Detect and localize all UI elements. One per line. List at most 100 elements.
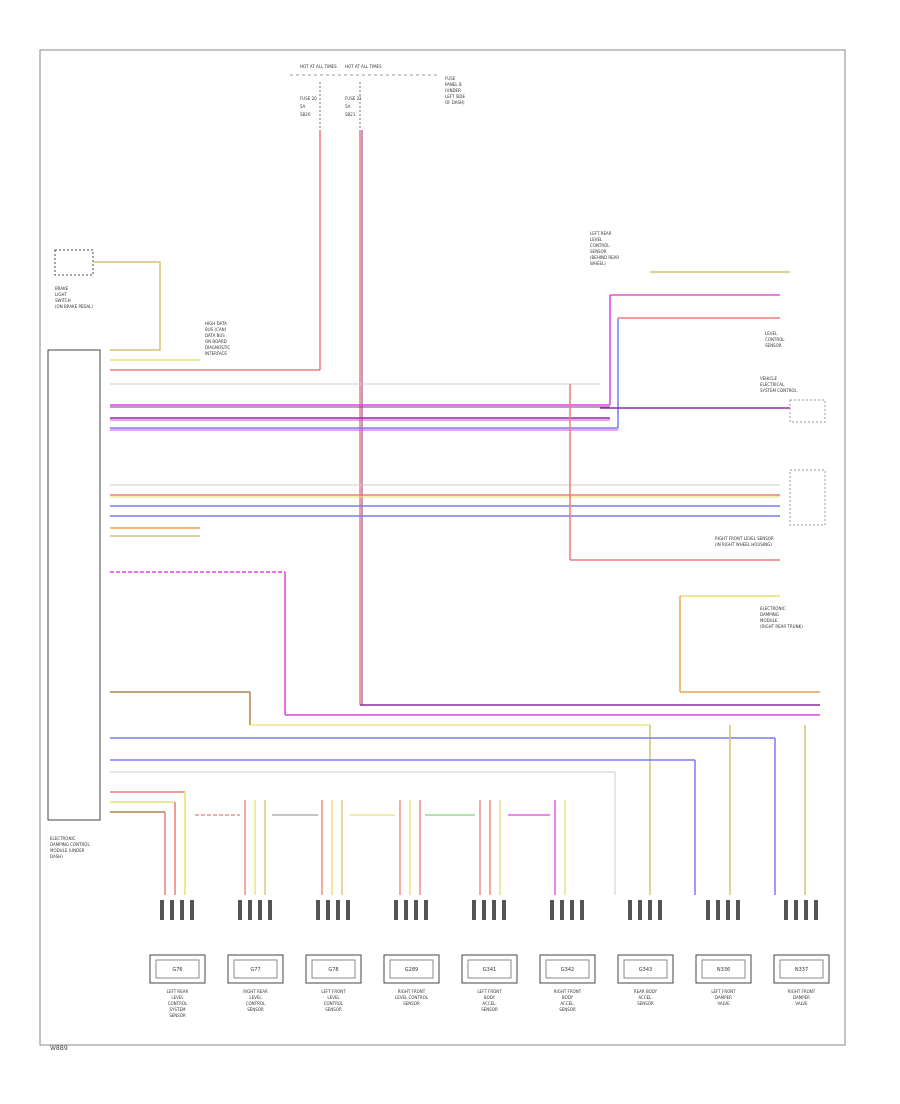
module-inner (545, 959, 590, 979)
module-label: LEFT FRONT (321, 989, 346, 994)
svg-text:(RIGHT REAR TRUNK): (RIGHT REAR TRUNK) (760, 624, 803, 629)
module-label: CONTROL (168, 1001, 188, 1006)
module-code: G77 (250, 967, 260, 973)
connector-pin (794, 900, 798, 920)
svg-text:ON BOARD: ON BOARD (205, 339, 227, 344)
module-inner (155, 959, 200, 979)
fuse-right-label-0: HOT AT ALL TIMES (345, 64, 382, 69)
fuse-left-label-3: SB20 (300, 112, 311, 117)
module-label: REAR BODY (634, 989, 658, 994)
connector-pin (648, 900, 652, 920)
svg-text:BRAKE: BRAKE (55, 286, 69, 291)
module-code: N336 (717, 967, 730, 973)
module-code: N337 (795, 967, 808, 973)
connector-pin (570, 900, 574, 920)
svg-text:HIGH DATA: HIGH DATA (205, 321, 227, 326)
svg-text:MODULE: MODULE (760, 618, 778, 623)
svg-text:WHEEL): WHEEL) (590, 261, 606, 266)
connector-pin (502, 900, 506, 920)
module-label: BODY (562, 995, 574, 1000)
module-inner (233, 959, 278, 979)
connector-pin (492, 900, 496, 920)
svg-text:LEVEL: LEVEL (765, 331, 778, 336)
module-code: G76 (172, 967, 182, 973)
module-label: ACCEL. (560, 1001, 574, 1006)
module-label: LEVEL (171, 995, 184, 1000)
module-label: VALVE (795, 1001, 808, 1006)
fuse-box-label-4: OF DASH) (445, 100, 465, 105)
module-label: LEVEL (249, 995, 262, 1000)
wire-harness (110, 271, 820, 895)
svg-text:DATA BUS: DATA BUS (205, 333, 225, 338)
connector-pin (326, 900, 330, 920)
module-label: SYSTEM (170, 1007, 186, 1012)
svg-text:DASH): DASH) (50, 854, 63, 859)
svg-text:INTERFACE: INTERFACE (205, 351, 227, 356)
module-inner (779, 959, 824, 979)
svg-text:CONTROL: CONTROL (765, 337, 785, 342)
connector-pin (550, 900, 554, 920)
fuse-right-label-3: SB21 (345, 112, 356, 117)
module-label: LEVEL (327, 995, 340, 1000)
connector-pin (814, 900, 818, 920)
svg-text:SENSOR: SENSOR (590, 249, 607, 254)
svg-text:SENSOR: SENSOR (765, 343, 782, 348)
svg-text:SYSTEM CONTROL: SYSTEM CONTROL (760, 388, 798, 393)
svg-text:ELECTRICAL: ELECTRICAL (760, 382, 785, 387)
connector-pin (482, 900, 486, 920)
svg-text:SWITCH: SWITCH (55, 298, 71, 303)
damping-control-module: ELECTRONIC DAMPING CONTROL MODULE (UNDER… (47, 349, 101, 859)
fuse-left-label-1: FUSE 20 (300, 96, 317, 101)
module-inner (623, 959, 668, 979)
connector-pin (580, 900, 584, 920)
module-label: LEFT FRONT (711, 989, 736, 994)
connector-pin (268, 900, 272, 920)
right-labels: LEFT REAR LEVEL CONTROL SENSOR (BEHIND R… (590, 231, 826, 629)
connector-pin (804, 900, 808, 920)
module-label: LEFT REAR (167, 989, 189, 994)
connector-pin (424, 900, 428, 920)
connector-pin (658, 900, 662, 920)
fuse-right-label-2: 5A (345, 104, 351, 109)
module-label: CONTROL (324, 1001, 344, 1006)
connector-pin (628, 900, 632, 920)
connector-pin (238, 900, 242, 920)
svg-text:RIGHT FRONT LEVEL SENSOR: RIGHT FRONT LEVEL SENSOR (715, 536, 774, 541)
svg-text:(ON BRAKE PEDAL): (ON BRAKE PEDAL) (55, 304, 93, 309)
module-label: SENSOR (559, 1007, 576, 1012)
module-inner (467, 959, 512, 979)
connector-pin (336, 900, 340, 920)
module-inner (311, 959, 356, 979)
connector-pin (414, 900, 418, 920)
connector-pin (472, 900, 476, 920)
module-label: LEVEL CONTROL (395, 995, 429, 1000)
module-code: G289 (405, 967, 418, 973)
svg-text:DIAGNOSTIC: DIAGNOSTIC (205, 345, 230, 350)
module-label: RIGHT FRONT (398, 989, 426, 994)
svg-text:BUS (CAN): BUS (CAN) (205, 327, 227, 332)
svg-text:LIGHT: LIGHT (55, 292, 68, 297)
module-label: ACCEL. (638, 995, 652, 1000)
svg-text:DAMPING: DAMPING (760, 612, 779, 617)
module-label: SENSOR (481, 1007, 498, 1012)
svg-text:ELECTRONIC: ELECTRONIC (50, 836, 76, 841)
diagram-frame (39, 49, 846, 1046)
connector-pin (248, 900, 252, 920)
fuse-box-label-2: (UNDER (445, 88, 461, 93)
connector-pin (346, 900, 350, 920)
connector-pin (316, 900, 320, 920)
module-drops (244, 800, 566, 895)
module-label: BODY (484, 995, 496, 1000)
module-label: SENSOR (169, 1013, 186, 1018)
module-code: G78 (328, 967, 338, 973)
module-code: G341 (483, 967, 496, 973)
svg-text:DAMPING CONTROL: DAMPING CONTROL (50, 842, 90, 847)
svg-text:CONTROL: CONTROL (590, 243, 610, 248)
